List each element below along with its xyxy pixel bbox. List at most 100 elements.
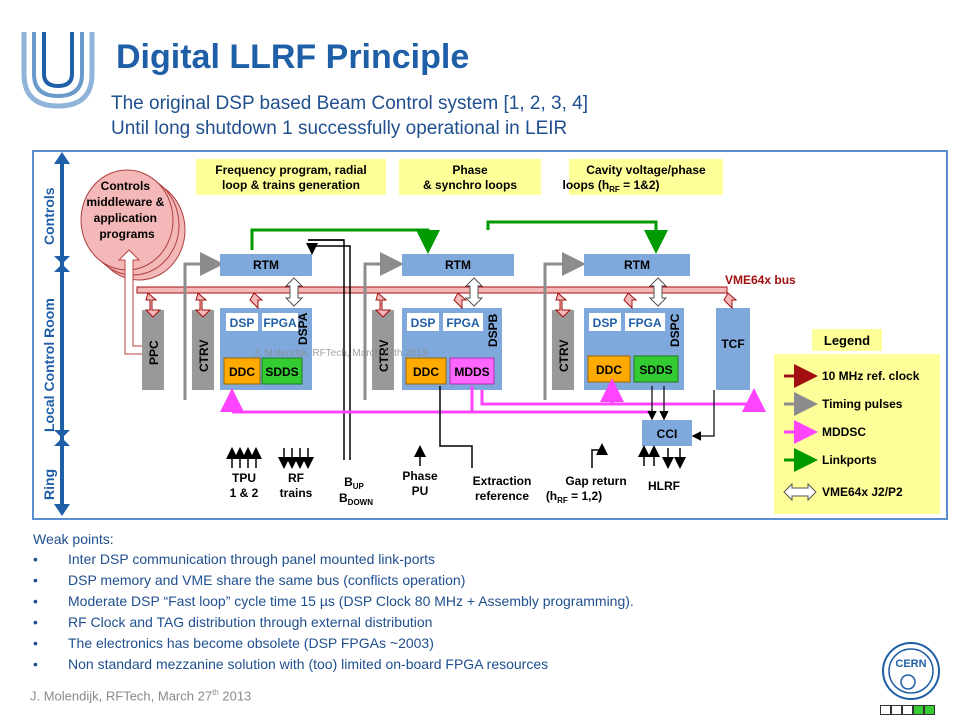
subtitle-line-1: The original DSP based Beam Control syst… bbox=[111, 93, 588, 114]
controls-box-line3: application bbox=[94, 211, 157, 225]
page-title: Digital LLRF Principle bbox=[116, 38, 470, 76]
watermark: J. Molendijk, RFTech, March 27th 2013 bbox=[254, 348, 428, 359]
rtm-c bbox=[584, 254, 690, 276]
weak-points-list: Inter DSP communication through panel mo… bbox=[33, 549, 634, 675]
svg-text:CTRV: CTRV bbox=[377, 340, 391, 372]
legend-item-linkports: Linkports bbox=[822, 453, 877, 467]
svg-text:DSPA: DSPA bbox=[296, 312, 310, 345]
mddsc-c bbox=[480, 388, 766, 412]
legend-title: Legend bbox=[824, 333, 870, 348]
svg-text:DSP: DSP bbox=[593, 316, 618, 330]
rtm-a bbox=[220, 254, 312, 276]
weak-points-title: Weak points: bbox=[33, 531, 114, 547]
b-up-label: BUP bbox=[344, 475, 364, 491]
footer: J. Molendijk, RFTech, March 27th 2013 bbox=[30, 688, 252, 704]
weak-point-item: RF Clock and TAG distribution through ex… bbox=[33, 612, 634, 633]
legend-item-mddsc: MDDSC bbox=[822, 425, 866, 439]
level-local-control-room: Local Control Room bbox=[41, 298, 57, 432]
ppc-label: PPC bbox=[147, 340, 161, 365]
svg-text:DDC: DDC bbox=[596, 363, 622, 377]
controls-box-line4: programs bbox=[99, 227, 155, 241]
slide-progress-indicator bbox=[880, 705, 935, 715]
svg-text:SDDS: SDDS bbox=[639, 363, 672, 377]
tpu-inputs bbox=[226, 447, 262, 468]
legend-item-clock: 10 MHz ref. clock bbox=[822, 369, 920, 383]
legend-item-timing: Timing pulses bbox=[822, 397, 903, 411]
controls-middleware-box: Controls middleware & application progra… bbox=[80, 169, 186, 281]
weak-point-item: DSP memory and VME share the same bus (c… bbox=[33, 570, 634, 591]
gap-return-label: Gap return(hRF = 1,2) bbox=[546, 474, 627, 505]
svg-text:CTRV: CTRV bbox=[197, 340, 211, 372]
u-logo bbox=[21, 32, 95, 109]
mdds-b bbox=[449, 357, 495, 385]
extraction-input bbox=[439, 386, 473, 468]
svg-text:RTM: RTM bbox=[624, 258, 650, 272]
svg-text:Phase& synchro loops: Phase& synchro loops bbox=[423, 163, 517, 192]
svg-text:DSPB: DSPB bbox=[486, 313, 500, 347]
cci-box bbox=[642, 420, 692, 446]
b-down-label: BDOWN bbox=[339, 491, 373, 507]
vme64x-bus: VME64x bus bbox=[136, 273, 796, 294]
vme-connectors bbox=[144, 292, 738, 318]
svg-text:DSP: DSP bbox=[411, 316, 436, 330]
svg-text:TCF: TCF bbox=[721, 337, 744, 351]
svg-text:Controls middleware &: Controls middleware & application progra… bbox=[86, 179, 167, 241]
b-up-line bbox=[306, 243, 351, 460]
svg-text:DSP: DSP bbox=[230, 316, 255, 330]
tcf-board bbox=[716, 308, 750, 390]
level-controls: Controls bbox=[41, 187, 57, 245]
hlrf-lines bbox=[638, 445, 686, 469]
ctrv-c-board bbox=[552, 310, 574, 390]
weak-point-item: Inter DSP communication through panel mo… bbox=[33, 549, 634, 570]
svg-text:FPGA: FPGA bbox=[628, 316, 662, 330]
rf-trains-outputs bbox=[278, 448, 314, 469]
j2-p2-connectors bbox=[284, 277, 668, 307]
svg-text:RTM: RTM bbox=[445, 258, 471, 272]
svg-text:FPGA: FPGA bbox=[263, 316, 297, 330]
linkport-a-b bbox=[250, 228, 440, 254]
header-phase-synchro: Phase& synchro loops bbox=[399, 159, 541, 195]
ddc-c bbox=[587, 355, 631, 383]
level-ring: Ring bbox=[41, 469, 57, 500]
sdds-c bbox=[633, 355, 679, 383]
hlrf-label: HLRF bbox=[648, 479, 680, 493]
svg-text:DSPC: DSPC bbox=[668, 313, 682, 347]
sdds-a bbox=[261, 357, 303, 385]
svg-text:CTRV: CTRV bbox=[557, 340, 571, 372]
svg-text:SDDS: SDDS bbox=[265, 365, 298, 379]
svg-text:MDDS: MDDS bbox=[454, 365, 489, 379]
svg-text:FPGA: FPGA bbox=[446, 316, 480, 330]
subtitle-line-2: Until long shutdown 1 successfully opera… bbox=[111, 118, 568, 139]
ddc-b bbox=[405, 357, 447, 385]
level-axis: Controls Local Control Room Ring bbox=[41, 152, 70, 516]
cern-logo: CERN bbox=[882, 642, 940, 700]
gap-return-input bbox=[591, 443, 608, 468]
weak-point-item: Non standard mezzanine solution with (to… bbox=[33, 654, 634, 675]
controls-box-line2: middleware & bbox=[86, 195, 164, 209]
svg-text:CERN: CERN bbox=[895, 658, 926, 670]
rtm-b bbox=[402, 254, 514, 276]
svg-text:DDC: DDC bbox=[229, 365, 255, 379]
weak-point-item: The electronics has become obsolete (DSP… bbox=[33, 633, 634, 654]
legend: Legend 10 MHz ref. clock Timing pulses M… bbox=[774, 329, 940, 514]
controls-box-line1: Controls bbox=[101, 179, 151, 193]
svg-text:CCI: CCI bbox=[657, 427, 678, 441]
ddc-a bbox=[223, 357, 261, 385]
ctrv-b-board bbox=[372, 310, 394, 390]
ppc-board bbox=[142, 310, 164, 390]
legend-item-vme: VME64x J2/P2 bbox=[822, 485, 903, 499]
vme-bus-label: VME64x bus bbox=[725, 273, 796, 287]
llrf-block-diagram: Controls Local Control Room Ring Control… bbox=[32, 150, 948, 520]
svg-text:RTM: RTM bbox=[253, 258, 279, 272]
svg-text:DDC: DDC bbox=[413, 365, 439, 379]
weak-point-item: Moderate DSP “Fast loop” cycle time 15 µ… bbox=[33, 591, 634, 612]
ctrv-a-board bbox=[192, 310, 214, 390]
